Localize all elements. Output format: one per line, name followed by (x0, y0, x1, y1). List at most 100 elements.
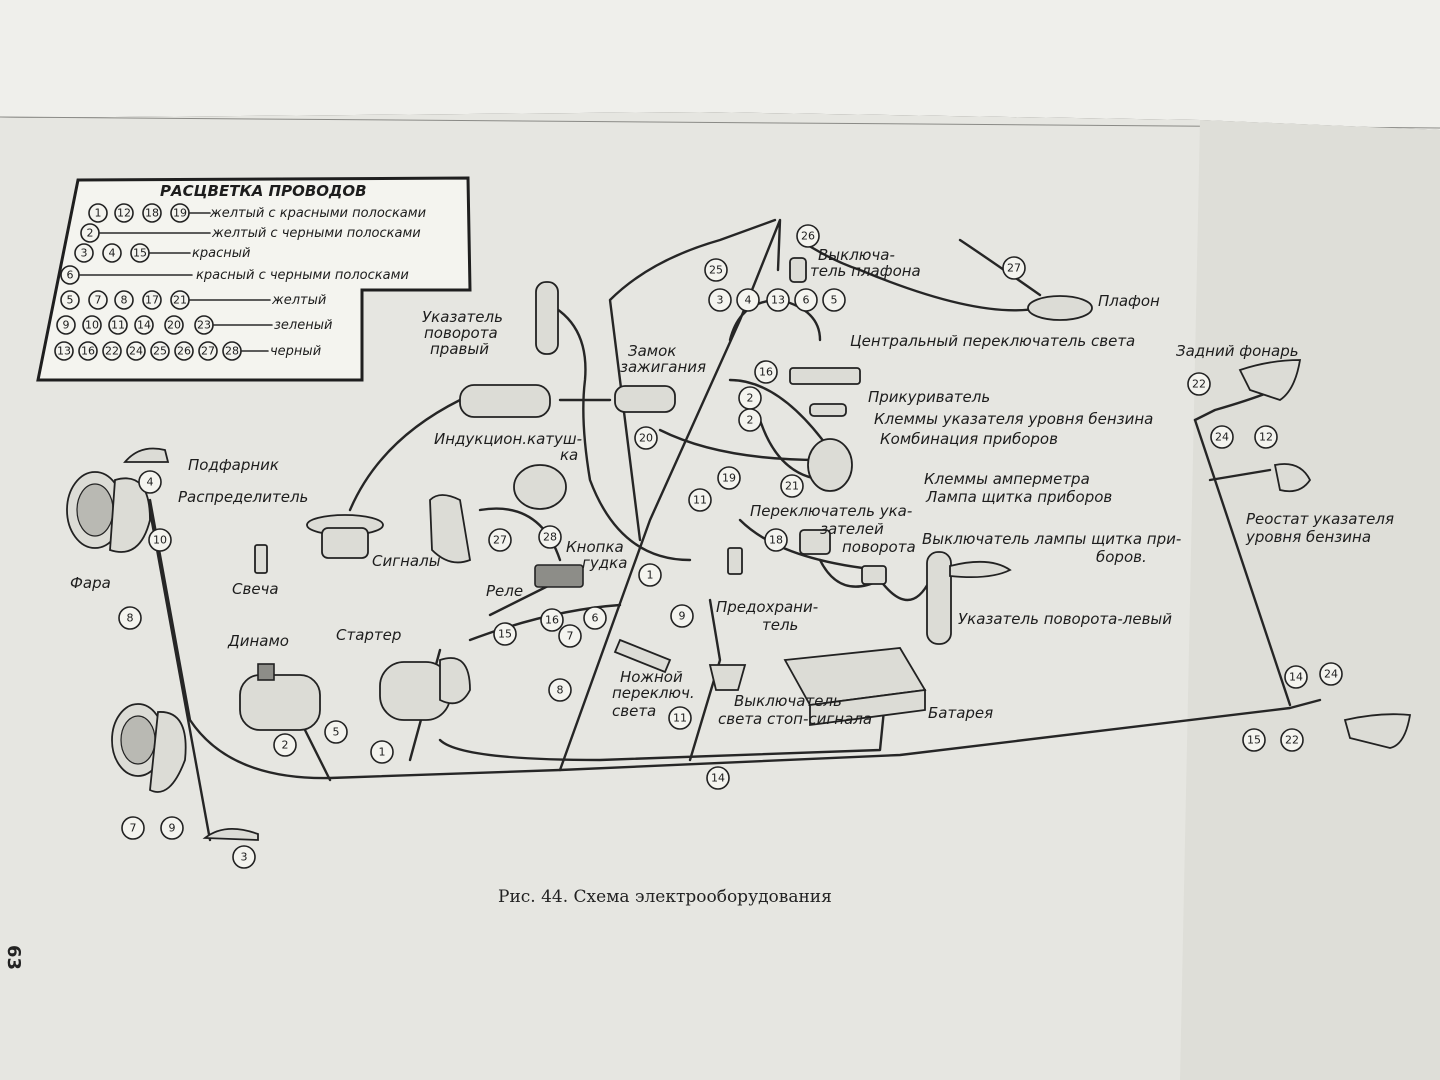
label-reostat-2: уровня бензина (1245, 528, 1371, 546)
legend-color-label: желтый (271, 293, 326, 308)
svg-text:7: 7 (95, 294, 102, 307)
svg-text:2: 2 (87, 227, 94, 240)
relay (534, 564, 584, 588)
label-plafon: Плафон (1098, 292, 1160, 310)
turn-indicator-right (535, 281, 559, 355)
label-nozhnoy-3: света (612, 702, 656, 720)
wire-tag: 14 (1289, 671, 1303, 684)
legend-color-label: зеленый (274, 318, 332, 333)
svg-text:9: 9 (63, 319, 70, 332)
label-perekl-ukaz-3: поворота (842, 538, 916, 556)
label-zamok-2: зажигания (620, 358, 706, 376)
label-ukazatel-pravyi-3: правый (430, 340, 489, 358)
stop-light-switch (708, 664, 747, 691)
svg-text:28: 28 (225, 345, 239, 358)
label-vykl-stop-2: света стоп-сигнала (718, 710, 872, 728)
label-zamok: Замок (628, 342, 676, 360)
wire-tag: 16 (759, 366, 773, 379)
label-predohranitel: Предохрани- (716, 598, 818, 616)
wire-tag: 6 (803, 294, 810, 307)
wire-tag: 11 (693, 494, 707, 507)
wire-tag: 11 (673, 712, 687, 725)
label-ind-katushka-2: ка (560, 446, 578, 464)
label-perekl-ukaz: Переключатель ука- (750, 502, 912, 520)
label-perekl-ukaz-2: зателей (820, 520, 884, 538)
headlamp-rear-left (111, 703, 187, 793)
svg-text:18: 18 (145, 207, 159, 220)
wire-tag: 1 (647, 569, 654, 582)
distributor (306, 514, 384, 559)
dome-light-switch (789, 257, 807, 283)
wire-tag: 2 (747, 392, 754, 405)
wire-tag: 13 (771, 294, 785, 307)
cigarette-lighter (809, 403, 847, 417)
label-kombinacia: Комбинация приборов (880, 430, 1058, 448)
wire-tag: 7 (567, 630, 574, 643)
label-ind-katushka: Индукцион.катуш- (434, 430, 582, 448)
wire-tag: 5 (333, 726, 340, 739)
svg-text:6: 6 (67, 269, 74, 282)
wire-tag: 22 (1285, 734, 1299, 747)
svg-text:4: 4 (109, 247, 116, 260)
ignition-coil (459, 384, 551, 418)
tail-lamp-bottom (1343, 713, 1412, 749)
svg-text:25: 25 (153, 345, 167, 358)
foot-switch (613, 638, 672, 674)
label-reostat: Реостат указателя (1246, 510, 1394, 528)
wire-tag: 4 (147, 476, 154, 489)
label-knopka-gudka-2: гудка (582, 554, 627, 572)
svg-text:1: 1 (95, 207, 102, 220)
label-dinamo: Динамо (227, 632, 289, 650)
central-light-switch (789, 367, 861, 385)
label-knopka-gudka: Кнопка (566, 538, 624, 556)
wire-tag: 24 (1324, 668, 1338, 681)
svg-text:13: 13 (57, 345, 71, 358)
fuel-gauge-rheostat (1273, 463, 1312, 493)
label-lampa-shitka: Лампа щитка приборов (925, 488, 1112, 506)
svg-text:22: 22 (105, 345, 119, 358)
label-klemmy-benzin: Клеммы указателя уровня бензина (874, 410, 1153, 428)
svg-text:5: 5 (67, 294, 74, 307)
svg-text:17: 17 (145, 294, 159, 307)
svg-text:12: 12 (117, 207, 131, 220)
legend-row: 13 16 22 24 25 26 27 28 черный (54, 341, 321, 361)
legend-row: 1 12 18 19 желтый с красными полосками (88, 203, 426, 223)
starter-motor (379, 657, 471, 721)
wire-tag: 12 (1259, 431, 1273, 444)
wire-tag: 19 (722, 472, 736, 485)
label-klemmy-amper: Клеммы амперметра (924, 470, 1090, 488)
dome-light (1027, 295, 1093, 321)
wire-tag: 8 (557, 684, 564, 697)
svg-text:26: 26 (177, 345, 191, 358)
label-vykl-plafona: Выключа- (818, 246, 895, 264)
sidelight-top (123, 447, 170, 463)
turn-signal-switch (799, 529, 831, 555)
label-vykl-plafona-2: тель плафона (810, 262, 921, 280)
wire-tag: 26 (801, 230, 815, 243)
fuse (727, 547, 743, 575)
legend-row: 2 желтый с черными полосками (80, 223, 421, 243)
svg-text:16: 16 (81, 345, 95, 358)
legend-color-label: красный с черными полосками (196, 268, 409, 283)
svg-text:3: 3 (81, 247, 88, 260)
label-nozhnoy-2: переключ. (612, 684, 695, 702)
label-podfarnik: Подфарник (188, 456, 279, 474)
wire-tag: 25 (709, 264, 723, 277)
wire-tag: 16 (545, 614, 559, 627)
label-fara: Фара (70, 574, 111, 592)
svg-text:14: 14 (137, 319, 151, 332)
label-vykl-lampy: Выключатель лампы щитка при- (922, 530, 1181, 548)
svg-text:27: 27 (201, 345, 215, 358)
ignition-lock (614, 385, 676, 413)
wire-tag: 3 (717, 294, 724, 307)
label-prikurivatel: Прикуриватель (868, 388, 990, 406)
legend-row: 9 10 11 14 20 23 зеленый (56, 315, 332, 335)
svg-text:10: 10 (85, 319, 99, 332)
label-nozhnoy: Ножной (620, 668, 683, 686)
sidelight-bottom (202, 828, 259, 841)
label-svecha: Свеча (232, 580, 279, 598)
legend-color-label: желтый с черными полосками (211, 226, 421, 241)
svg-text:21: 21 (173, 294, 187, 307)
wire-tag: 9 (679, 610, 686, 623)
